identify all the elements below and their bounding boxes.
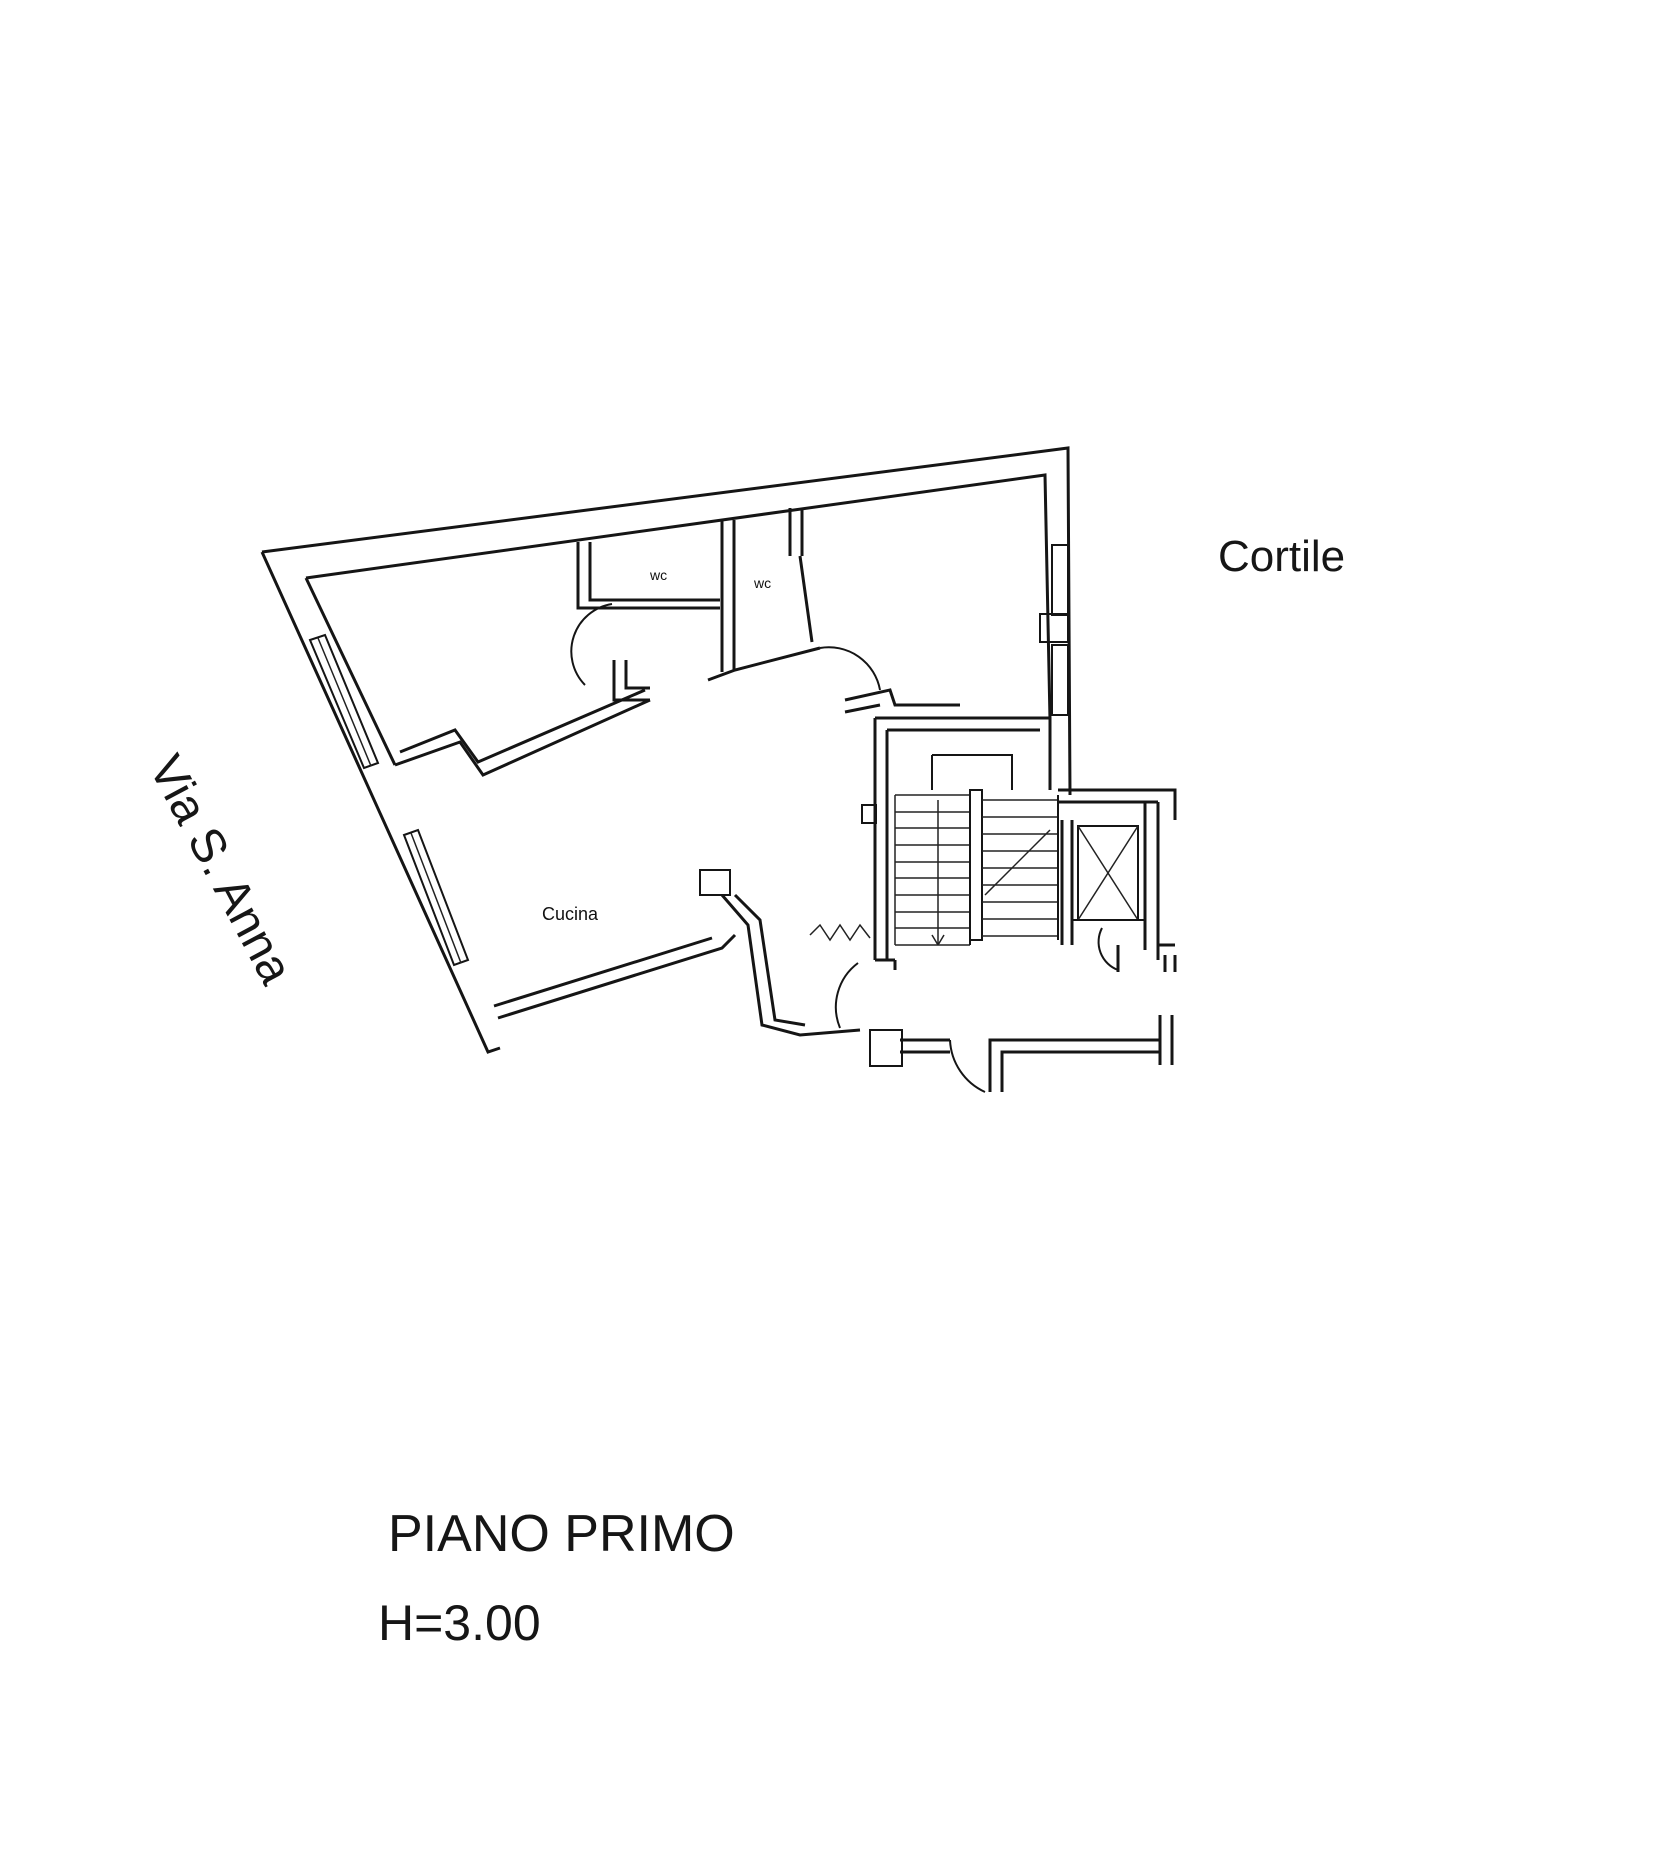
right-stair-flight (982, 795, 1059, 940)
courtyard-label: Cortile (1218, 532, 1346, 581)
elevator-shaft (1058, 788, 1177, 972)
radiator-symbol (809, 923, 871, 942)
kitchen-label: Cucina (542, 904, 599, 924)
wc-label-2: wc (753, 575, 771, 591)
entrance-walls (869, 1015, 1174, 1093)
wc-room-1 (570, 542, 720, 702)
street-windows (308, 633, 470, 967)
stairwell (861, 716, 1059, 970)
ceiling-height: H=3.00 (378, 1595, 541, 1651)
wc-room-2 (707, 508, 881, 691)
floor-title: PIANO PRIMO (388, 1505, 735, 1563)
left-stair-flight (894, 794, 971, 946)
wc-label-1: wc (649, 567, 667, 583)
courtyard-windows (1039, 544, 1069, 716)
interior-walls (394, 688, 960, 1037)
outer-wall (260, 446, 1072, 1054)
